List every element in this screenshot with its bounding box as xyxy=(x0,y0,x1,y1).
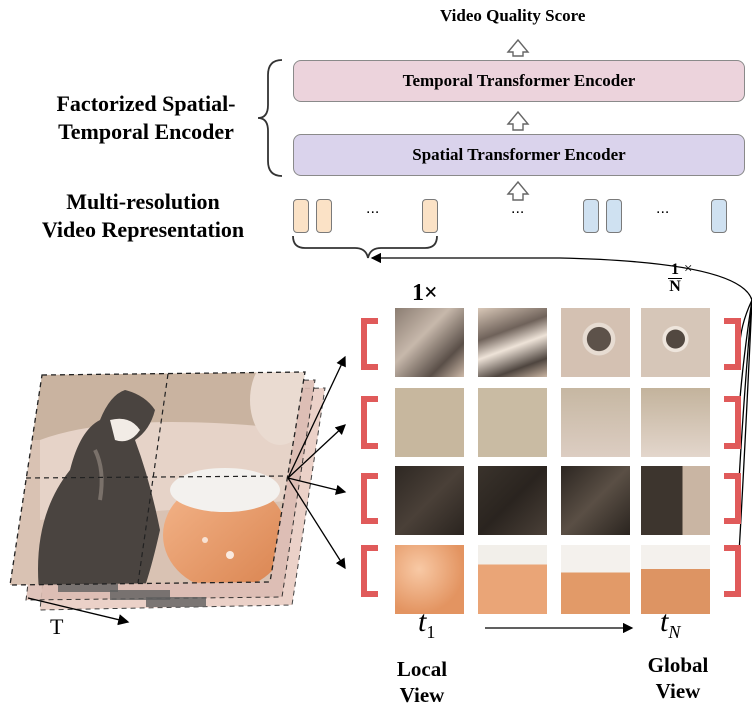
tile-r4-c4 xyxy=(641,545,710,614)
token-orange-2 xyxy=(316,199,332,233)
local-view-label: Local View xyxy=(382,656,462,708)
tile-r3-c4 xyxy=(641,466,710,535)
tile-r4-c2 xyxy=(478,545,547,614)
cat-frame-image xyxy=(10,372,305,585)
global-view-line1: Global xyxy=(647,653,709,677)
token-orange-1 xyxy=(293,199,309,233)
time-start-base: t xyxy=(418,605,427,638)
tile-r2-c1 xyxy=(395,388,464,457)
red-brackets-left xyxy=(361,318,378,597)
up-arrow-icon-bottom xyxy=(506,180,530,201)
time-end-sub: N xyxy=(668,622,681,642)
token-blue-2 xyxy=(606,199,622,233)
time-start-label: t1 xyxy=(418,605,435,643)
return-arrow xyxy=(370,252,752,301)
tile-r1-c2 xyxy=(478,308,547,377)
local-view-line2: View xyxy=(399,683,445,707)
scale-1x-label: 1× xyxy=(412,280,438,306)
tile-r3-c3 xyxy=(561,466,630,535)
multires-label-line1: Multi-resolution xyxy=(66,189,220,214)
global-view-line2: View xyxy=(655,679,701,703)
tile-r1-c3 xyxy=(561,308,630,377)
token-orange-3 xyxy=(422,199,438,233)
tile-r3-c1 xyxy=(395,466,464,535)
scale-frac-times: × xyxy=(684,261,693,277)
token-ellipsis-2: ... xyxy=(511,200,525,217)
spatial-transformer-encoder: Spatial Transformer Encoder xyxy=(293,134,745,176)
up-arrow-icon-top xyxy=(506,38,530,57)
scale-1-over-n-label: 1 N × xyxy=(668,261,693,295)
red-brackets-right xyxy=(724,318,741,597)
token-ellipsis-1: ... xyxy=(366,200,380,217)
tile-r3-c2 xyxy=(478,466,547,535)
token-blue-3 xyxy=(711,199,727,233)
global-view-label: Global View xyxy=(630,652,726,704)
temporal-transformer-encoder: Temporal Transformer Encoder xyxy=(293,60,745,102)
local-view-line1: Local xyxy=(396,657,448,681)
time-end-base: t xyxy=(660,605,669,638)
time-start-sub: 1 xyxy=(426,622,436,642)
tile-r2-c4 xyxy=(641,388,710,457)
factorized-encoder-label: Factorized Spatial- Temporal Encoder xyxy=(26,90,266,146)
video-quality-score-title: Video Quality Score xyxy=(440,6,586,25)
up-arrow-icon-middle xyxy=(506,110,530,131)
front-frame-border xyxy=(9,371,306,586)
multires-label-line2: Video Representation xyxy=(41,217,245,242)
tile-r4-c3 xyxy=(561,545,630,614)
token-blue-1 xyxy=(583,199,599,233)
factorized-label-line2: Temporal Encoder xyxy=(58,119,234,144)
scale-frac-den: N xyxy=(669,278,681,295)
factorized-label-line1: Factorized Spatial- xyxy=(56,91,236,116)
tile-r2-c2 xyxy=(478,388,547,457)
time-end-label: tN xyxy=(660,605,680,643)
time-axis-t-label: T xyxy=(50,614,64,639)
token-ellipsis-3: ... xyxy=(656,200,670,217)
left-brace xyxy=(257,59,283,177)
tile-r2-c3 xyxy=(561,388,630,457)
multires-representation-label: Multi-resolution Video Representation xyxy=(18,188,268,244)
tile-r1-c1 xyxy=(395,308,464,377)
bottom-brace xyxy=(292,235,438,259)
tile-r4-c1 xyxy=(395,545,464,614)
scale-frac-num: 1 xyxy=(671,261,679,278)
tile-r1-c4 xyxy=(641,308,710,377)
